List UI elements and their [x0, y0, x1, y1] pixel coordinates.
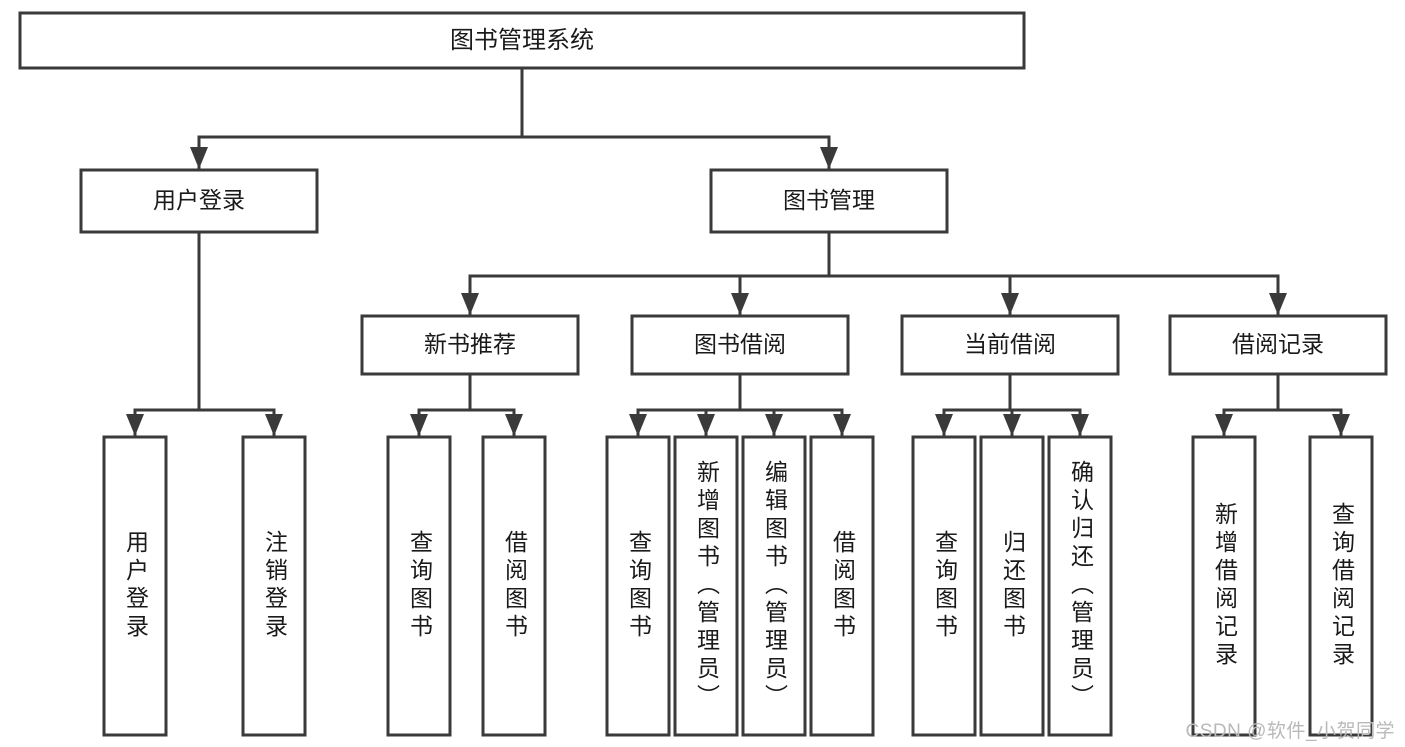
arrow-head-borrow-leaf-4: [833, 414, 851, 436]
node-submodule-label-4: 借阅记录: [1232, 331, 1324, 357]
arrow-head-submodule-1: [461, 293, 479, 315]
node-leaf-box-13[interactable]: [1308, 435, 1374, 737]
node-box-layer: [18, 11, 1388, 737]
arrow-head-submodule-3: [1001, 293, 1019, 315]
arrow-head-submodule-2: [731, 293, 749, 315]
node-leaf-box-11[interactable]: [1047, 435, 1113, 737]
node-module-label-1: 用户登录: [153, 187, 245, 213]
arrow-head-user-login-leaf-2: [265, 414, 283, 436]
node-root-box[interactable]: [18, 11, 1026, 70]
node-leaf-box-1[interactable]: [102, 435, 168, 737]
arrow-head-module-2: [820, 147, 838, 169]
arrow-head-borrow-leaf-1: [629, 414, 647, 436]
node-leaf-box-5[interactable]: [605, 435, 671, 737]
connector-layer: [126, 66, 1350, 437]
arrow-head-record-leaf-1: [1215, 414, 1233, 436]
node-submodule-box-2[interactable]: [630, 314, 850, 376]
node-module-label-2: 图书管理: [783, 187, 875, 213]
arrow-head-borrow-leaf-2: [697, 414, 715, 436]
node-leaf-box-6[interactable]: [673, 435, 739, 737]
arrow-head-user-login-leaf-1: [126, 414, 144, 436]
node-leaf-box-9[interactable]: [911, 435, 977, 737]
node-leaf-box-7[interactable]: [741, 435, 807, 737]
node-submodule-box-4[interactable]: [1168, 314, 1388, 376]
node-submodule-label-3: 当前借阅: [964, 331, 1056, 357]
node-leaf-box-2[interactable]: [241, 435, 307, 737]
node-leaf-box-8[interactable]: [809, 435, 875, 737]
node-leaf-box-3[interactable]: [386, 435, 452, 737]
arrow-head-submodule-4: [1269, 293, 1287, 315]
node-leaf-box-12[interactable]: [1191, 435, 1257, 737]
node-submodule-label-2: 图书借阅: [694, 331, 786, 357]
arrow-head-current-leaf-2: [1003, 414, 1021, 436]
arrow-head-record-leaf-2: [1332, 414, 1350, 436]
node-module-box-2[interactable]: [709, 168, 949, 234]
arrow-head-current-leaf-3: [1071, 414, 1089, 436]
node-submodule-box-1[interactable]: [360, 314, 580, 376]
node-submodule-box-3[interactable]: [900, 314, 1120, 376]
node-leaf-box-10[interactable]: [979, 435, 1045, 737]
arrow-head-module-1: [190, 147, 208, 169]
arrow-head-borrow-leaf-3: [765, 414, 783, 436]
arrow-head-new-book-leaf-2: [505, 414, 523, 436]
watermark-text: CSDN @软件_小贺同学: [1185, 721, 1395, 742]
node-root-label: 图书管理系统: [450, 27, 594, 54]
arrow-head-current-leaf-1: [935, 414, 953, 436]
node-module-box-1[interactable]: [79, 168, 319, 234]
arrow-head-new-book-leaf-1: [410, 414, 428, 436]
node-submodule-label-1: 新书推荐: [424, 331, 516, 357]
node-leaf-box-4[interactable]: [481, 435, 547, 737]
